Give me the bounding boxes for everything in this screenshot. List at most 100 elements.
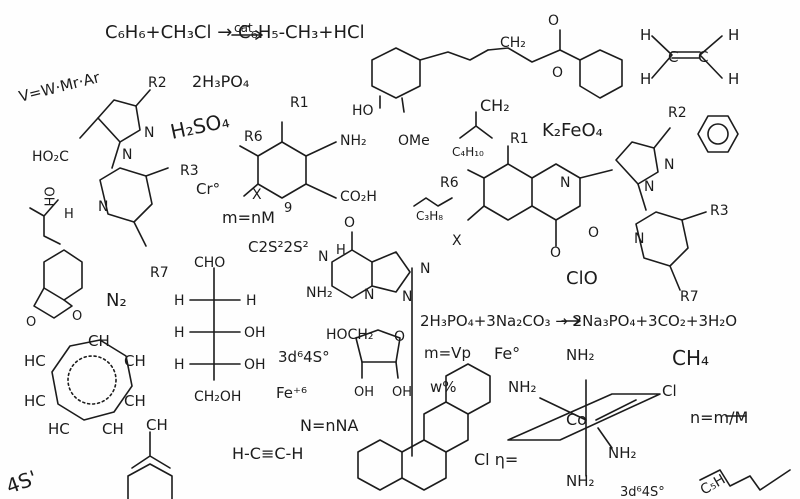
fragment-bottom-center: 3d⁶4S°: [620, 485, 665, 499]
isobutane-skeleton: [459, 111, 493, 139]
aniline-substituents: [239, 121, 337, 199]
label-r3-left: R3: [180, 163, 199, 179]
pyrazole-ring-left: [97, 99, 141, 143]
label-x-center: X: [252, 187, 262, 203]
pyridine-substituents-left: [133, 167, 169, 247]
cobalt-amine-left: NH₂: [508, 378, 537, 396]
reaction-arrow-phosphate: [561, 316, 581, 326]
sidechain-methyl: H: [64, 207, 74, 222]
toluene-methyl: CH: [146, 416, 168, 434]
reaction-arrow-top: [231, 30, 263, 40]
label-n2-pyrazole-left: N: [122, 147, 133, 163]
glucose-h3: H: [174, 325, 185, 341]
glucose-hydroxymethyl: CH₂OH: [194, 389, 242, 405]
ethene-h1: H: [640, 26, 652, 44]
glucose-oh1: OH: [244, 325, 266, 341]
annulene-hc-1: HC: [24, 352, 46, 370]
label-r6-right: R6: [440, 175, 459, 191]
formula-methane: CH₄: [672, 346, 710, 370]
benzene-inner-circle: [707, 123, 729, 145]
label-mass-fraction: w%: [430, 378, 457, 396]
ring-substituents-top: [379, 95, 405, 113]
annulene-hc-2: HC: [24, 392, 46, 410]
guanine-n1: N: [318, 249, 329, 265]
label-chromium: Cr°: [196, 180, 221, 198]
label-carboxyl-left: HO₂C: [32, 149, 69, 165]
dioxole-oxygen-right: O: [72, 309, 83, 324]
pyrazole-ring-right: [615, 141, 659, 185]
benzoxazinone-oxygen: O: [588, 225, 600, 241]
ethene-structure: [651, 35, 723, 79]
cobalt-chloride-right: Cl: [662, 382, 677, 400]
ethene-h3: H: [728, 26, 740, 44]
label-r3-right: R3: [710, 203, 729, 219]
guanine-amine: NH₂: [306, 285, 333, 301]
cobalt-amine-top: NH₂: [566, 346, 595, 364]
equation-phosphate-reaction: 2H₃PO₄+3Na₂CO₃ → 2Na₃PO₄+3CO₂+3H₂O: [420, 312, 738, 330]
annulene-ring: [51, 339, 133, 421]
benzoxazinone-ring-b: [531, 163, 581, 221]
glucose-aldehyde: CHO: [194, 255, 226, 271]
label-r2-left: R2: [148, 75, 167, 91]
pyridine-ring-left: [99, 167, 153, 223]
label-methoxy-top: OMe: [398, 133, 430, 149]
fused-ring-1: [357, 439, 403, 491]
formula-hypochlorite: ClO: [566, 268, 598, 289]
ethene-h2: H: [640, 70, 652, 88]
sidechain-left: [29, 199, 61, 245]
guanine-oxygen: O: [344, 215, 356, 231]
label-n-pyridine-right: N: [634, 231, 645, 247]
ethene-c2: C: [698, 48, 709, 66]
annulene-ch-2: CH: [124, 392, 146, 410]
ribose-hydroxyls: [361, 361, 399, 379]
propane-zigzag: [413, 197, 453, 207]
ribose-hydroxymethyl: HOCH₂: [326, 327, 374, 343]
label-r6-center: R6: [244, 129, 263, 145]
ethene-h4: H: [728, 70, 740, 88]
alkyl-chain-bottom-right: [699, 469, 791, 491]
equation-benzene-chlorination: C₆H₆+CH₃Cl → C₆H₅-CH₃+HCl: [105, 22, 365, 43]
benzoxazinone-nitrogen: N: [560, 175, 571, 191]
pyrazole-link-left: [111, 141, 121, 169]
glucose-h1: H: [174, 293, 185, 309]
benzene-ring-right: [697, 115, 739, 153]
ethene-c1: C: [668, 48, 679, 66]
label-methylene: CH₂: [480, 96, 510, 115]
label-amine-center: NH₂: [340, 133, 367, 149]
cobalt-center: Co: [566, 410, 587, 429]
label-propane: C₃H₈: [416, 209, 444, 223]
annulene-inner-circle: [67, 355, 117, 405]
glucose-oh2: OH: [244, 357, 266, 373]
glucose-h4: H: [174, 357, 185, 373]
label-ester-oxygen: O: [552, 65, 564, 81]
fused-ring-2: [401, 439, 447, 491]
guanine-nh: H: [336, 243, 346, 258]
ribose-ring: [355, 329, 401, 363]
label-position-nine: 9: [284, 201, 293, 216]
benzoxazinone-substituents: [467, 145, 613, 247]
formula-electron-config: C2S²2S²: [248, 238, 309, 256]
glucose-fischer: [189, 267, 241, 381]
label-n-pyrazole-left: N: [144, 125, 155, 141]
equation-catalyst-label: cat: [234, 21, 253, 35]
fused-ring-4: [445, 363, 491, 415]
guanine-five-ring: [371, 251, 411, 293]
ribose-oh-right: OH: [392, 385, 413, 400]
aromatic-ring-top: [371, 47, 421, 99]
annulene-ch-top: CH: [88, 332, 110, 350]
label-r7-right: R7: [680, 289, 699, 305]
ester-chain: [487, 47, 581, 63]
label-r7-left: R7: [150, 265, 169, 281]
annulene-ch-3: CH: [102, 420, 124, 438]
label-r2-right: R2: [668, 105, 687, 121]
guanine-n3: N: [364, 287, 375, 303]
formula-iron-config: 3d⁶4S°: [278, 348, 330, 366]
glucose-h2: H: [246, 293, 257, 309]
cobalt-plane: [507, 393, 661, 441]
label-n2-pyrazole-right: N: [644, 179, 655, 195]
benzoxazinone-ring-a: [483, 163, 533, 221]
pyrazole-bonds-left: [79, 89, 151, 139]
dioxole-left: [33, 287, 73, 319]
cobalt-amine-bottom: NH₂: [566, 472, 595, 490]
